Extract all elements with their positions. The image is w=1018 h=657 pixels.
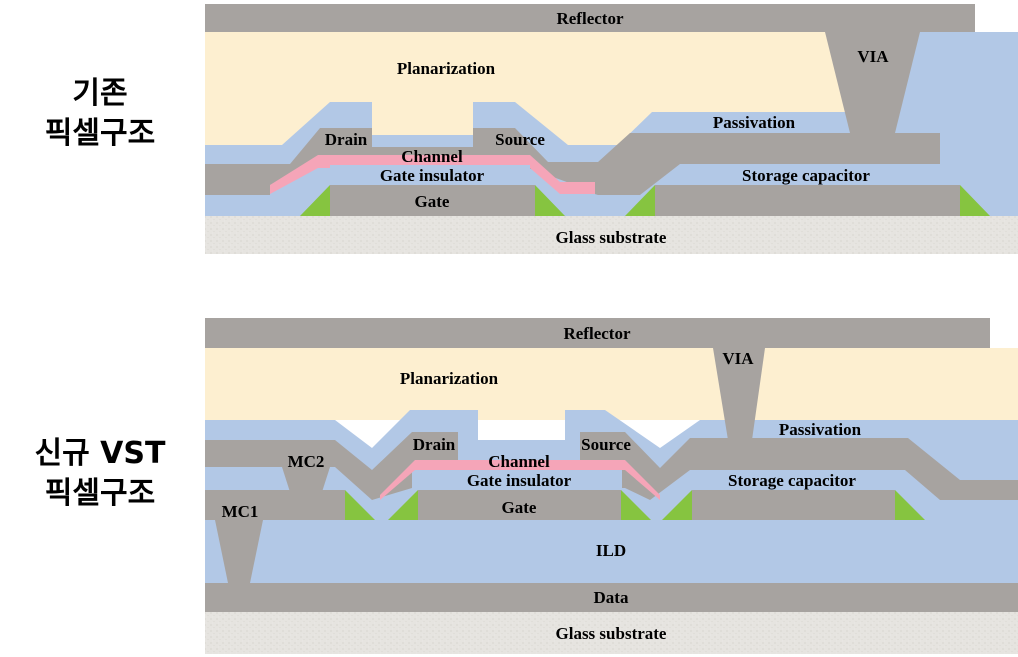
- bottom-title-line-1: 신규 VST: [34, 436, 166, 471]
- bottom-via-label: VIA: [722, 349, 754, 368]
- top-title-line-2: 픽셀구조: [44, 116, 156, 151]
- bottom-gate-label: Gate: [502, 498, 537, 517]
- bottom-reflector-layer: [205, 318, 990, 348]
- bottom-mc2: [282, 467, 330, 492]
- bottom-diagram-title: 신규 VST 픽셀구조: [0, 434, 200, 514]
- top-via: [825, 32, 920, 133]
- top-storage-gate-metal: [655, 185, 960, 216]
- top-passivation-label: Passivation: [713, 113, 796, 132]
- bottom-glass-label: Glass substrate: [556, 624, 667, 643]
- bottom-glass-layer: [205, 612, 1018, 654]
- top-drain-label: Drain: [325, 130, 368, 149]
- bottom-planarization-layer: [205, 348, 1018, 420]
- top-diagram-title: 기존 픽셀구조: [0, 74, 200, 154]
- bottom-channel-label: Channel: [488, 452, 550, 471]
- bottom-diagram: Reflector Planarization VIA Passivation …: [205, 318, 1018, 654]
- top-channel-label: Channel: [401, 147, 463, 166]
- bottom-passivation-label: Passivation: [779, 420, 862, 439]
- top-via-label: VIA: [857, 47, 889, 66]
- bottom-spacer-5: [895, 490, 925, 520]
- top-source-label: Source: [495, 130, 545, 149]
- bottom-mc1-label: MC1: [222, 502, 259, 521]
- bottom-spacer-3: [621, 490, 651, 520]
- top-gate-label: Gate: [415, 192, 450, 211]
- top-reflector-layer: [205, 4, 975, 32]
- bottom-spacer-4: [662, 490, 692, 520]
- bottom-ild-layer: [205, 520, 1018, 583]
- top-reflector-label: Reflector: [556, 9, 623, 28]
- top-gate-insulator-label: Gate insulator: [380, 166, 485, 185]
- top-gate-metal: [330, 185, 535, 216]
- top-planarization-label: Planarization: [397, 59, 496, 78]
- top-diagram: Reflector Planarization VIA Passivation …: [205, 4, 1018, 254]
- top-spacer-2: [535, 185, 565, 216]
- top-title-line-1: 기존: [72, 76, 128, 111]
- top-glass-label: Glass substrate: [556, 228, 667, 247]
- bottom-planarization-label: Planarization: [400, 369, 499, 388]
- bottom-storage-gate-metal: [692, 490, 895, 520]
- top-spacer-3: [625, 185, 655, 216]
- bottom-mc2-label: MC2: [288, 452, 325, 471]
- bottom-gate-insulator-band: [412, 470, 622, 490]
- bottom-reflector-label: Reflector: [563, 324, 630, 343]
- bottom-title-line-2: 픽셀구조: [44, 476, 156, 511]
- bottom-left-metal: [205, 490, 345, 520]
- top-gate-insulator-band: [330, 165, 530, 185]
- top-glass-layer: [205, 216, 1018, 254]
- bottom-spacer-1: [345, 490, 375, 520]
- bottom-gate-insulator-label: Gate insulator: [467, 471, 572, 490]
- bottom-spacer-2: [388, 490, 418, 520]
- bottom-channel-layer: [380, 460, 660, 500]
- bottom-drain-label: Drain: [413, 435, 456, 454]
- top-spacer-1: [300, 185, 330, 216]
- bottom-via: [713, 348, 765, 440]
- bottom-data-layer: [205, 583, 1018, 612]
- bottom-mc1: [215, 520, 263, 583]
- top-spacer-4: [960, 185, 990, 216]
- bottom-gate-metal: [418, 490, 621, 520]
- bottom-storage-capacitor-label: Storage capacitor: [728, 471, 856, 490]
- bottom-source-label: Source: [581, 435, 631, 454]
- bottom-ild-label: ILD: [596, 541, 626, 560]
- top-channel-layer: [270, 155, 595, 194]
- bottom-data-label: Data: [594, 588, 629, 607]
- top-storage-capacitor-label: Storage capacitor: [742, 166, 870, 185]
